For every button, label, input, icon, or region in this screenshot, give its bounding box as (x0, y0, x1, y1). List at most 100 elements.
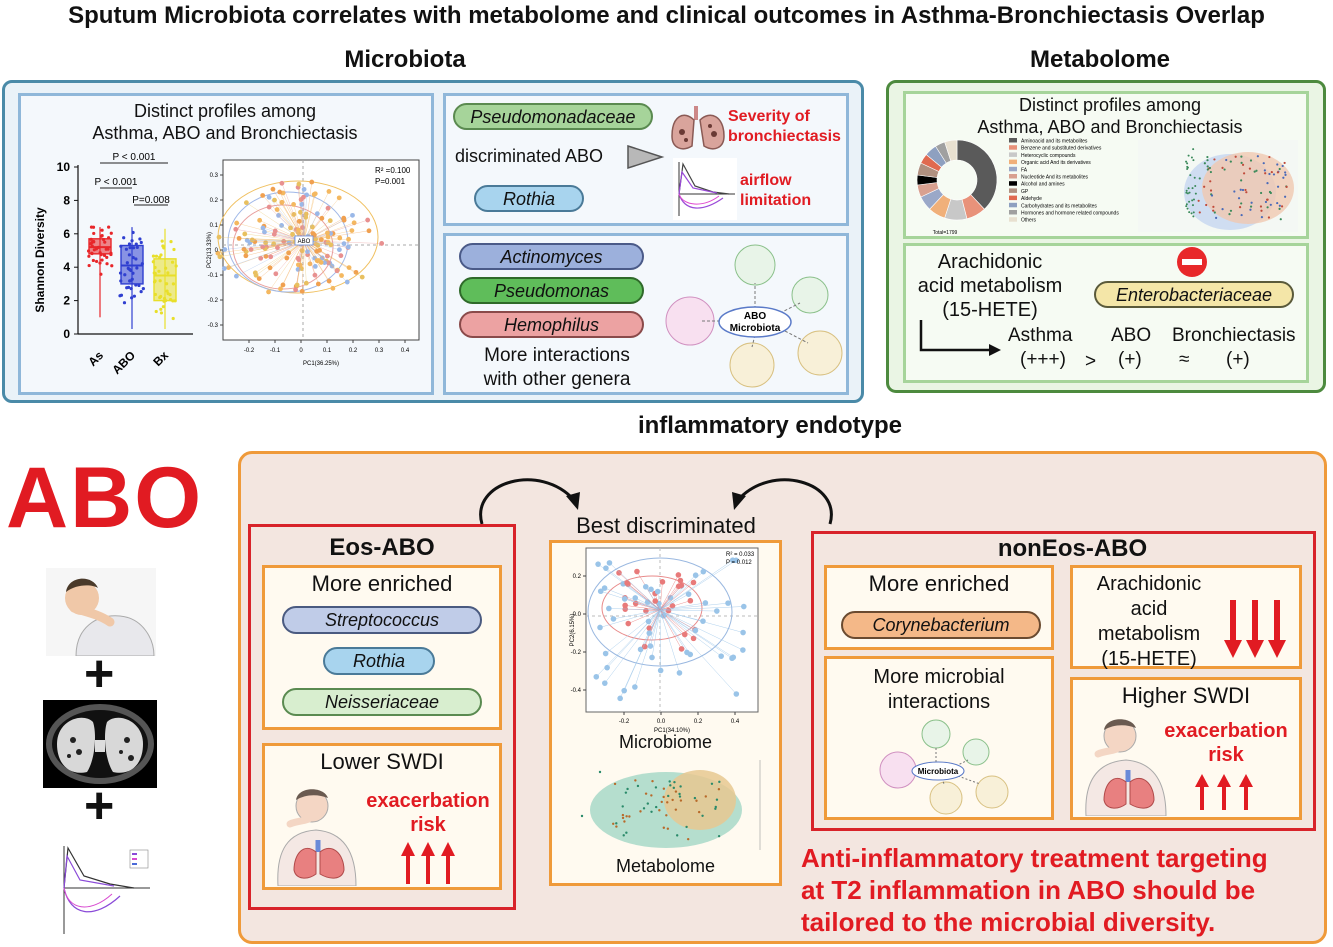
metabolite-point (1279, 218, 1282, 221)
sample-point (379, 241, 385, 246)
data-point (89, 237, 93, 241)
cmp-abo: ABO (1111, 325, 1152, 346)
metabolite-point (1206, 155, 1209, 159)
legend-label: Heterocyclic compounds (1021, 153, 1076, 159)
metabolite-point (1209, 189, 1213, 192)
sample-point (234, 220, 240, 226)
data-point (103, 240, 107, 244)
data-point (137, 283, 141, 288)
sample-point (267, 265, 273, 271)
interactions-text: More interactions with other genera (462, 344, 652, 392)
legend-label: Hormones and hormone related compounds (1021, 211, 1119, 217)
legend-swatch (1009, 210, 1017, 215)
sample-point (301, 186, 307, 192)
aa-line-1: Arachidonic (937, 251, 1043, 273)
metabolite-point (1276, 171, 1279, 174)
metabolite-point (1206, 165, 1209, 168)
metabolite-point (1278, 204, 1281, 207)
metabolite-point (1212, 209, 1215, 212)
legend-label: Organic acid And its derivatives (1021, 160, 1091, 166)
spoke (659, 582, 694, 611)
metabolite-point (701, 814, 704, 817)
sample-point (337, 247, 342, 253)
eos-patient-lungs-icon (277, 789, 357, 886)
sample-point (312, 264, 318, 269)
metabolite-point (1188, 191, 1191, 194)
sample-point (217, 254, 223, 260)
spoke (303, 240, 342, 276)
metabolite-point (1267, 216, 1271, 219)
legend-swatch (1009, 181, 1017, 186)
noneos-abo-title: nonEos-ABO (997, 535, 1148, 562)
metabolite-point (1203, 185, 1206, 188)
spoke (613, 609, 661, 620)
metabolite-point (1197, 199, 1200, 202)
spoke (659, 609, 733, 659)
data-point (151, 260, 155, 264)
metabolite-point (1205, 203, 1208, 207)
metabolite-point (1188, 200, 1191, 203)
eos-risk-line-2: risk (410, 814, 446, 836)
sample-point (242, 231, 248, 237)
sample-point (366, 228, 372, 234)
noneos-risk-line-1: exacerbation (1164, 720, 1288, 742)
endotype-pcoa-xtick-label: 0.0 (657, 719, 666, 725)
spoke (659, 593, 689, 611)
spoke (236, 222, 305, 242)
sample-point (350, 212, 355, 218)
sample-point (675, 572, 682, 578)
sample-point (325, 234, 331, 240)
data-point (139, 290, 143, 294)
metabolome-heading: Metabolome (1029, 46, 1170, 73)
ct-scan-icon (43, 700, 157, 788)
legend-swatch (1009, 138, 1017, 143)
data-point (140, 262, 144, 266)
cmp-asthma: Asthma (1008, 325, 1073, 346)
metabolite-point (634, 779, 637, 782)
data-point (87, 254, 91, 258)
data-point (128, 267, 132, 272)
metabolite-point (1266, 206, 1269, 209)
data-point (110, 264, 114, 268)
sample-point (690, 579, 697, 586)
box (153, 258, 177, 302)
data-point (119, 244, 123, 248)
network-center-line-2: Microbiota (730, 323, 781, 334)
data-point (89, 225, 94, 229)
sample-point (647, 643, 654, 649)
profiles-line-1: Distinct profiles among (133, 101, 317, 121)
curved-arrows (479, 478, 833, 525)
spoke (282, 192, 305, 242)
eos-risk-line-1: exacerbation (366, 790, 490, 812)
sample-point (256, 276, 262, 281)
metabolite-point (1185, 189, 1188, 192)
data-point (170, 260, 175, 264)
data-point (153, 265, 157, 270)
spoke (224, 240, 305, 250)
sample-point (312, 272, 318, 278)
metabolite-point (1269, 203, 1272, 206)
cmp-asthma-level: (+++) (1020, 349, 1066, 370)
metabolite-point (580, 814, 584, 818)
data-point (123, 273, 127, 277)
data-point (161, 305, 165, 309)
metabolite-point (1190, 156, 1193, 159)
sample-point (617, 695, 623, 702)
shannon-xlabel: Bx (150, 348, 171, 369)
sample-point (274, 207, 280, 212)
metabolite-point (1206, 168, 1209, 171)
metabolite-point (1206, 159, 1209, 162)
spoke (235, 229, 305, 242)
spoke (625, 605, 661, 611)
plus-sign-2: + (84, 777, 115, 835)
data-point (87, 263, 91, 268)
spoke (649, 609, 661, 634)
sample-point (326, 278, 332, 284)
spoke (659, 575, 696, 611)
sample-point (740, 647, 746, 653)
metabolome-profiles-text: Distinct profiles among Asthma, ABO and … (930, 94, 1290, 138)
pcoa-xlabel: PC1(36.25%) (303, 361, 339, 367)
spoke (659, 600, 691, 611)
metabolite-point (717, 834, 721, 838)
metabolite-point (1209, 170, 1212, 174)
